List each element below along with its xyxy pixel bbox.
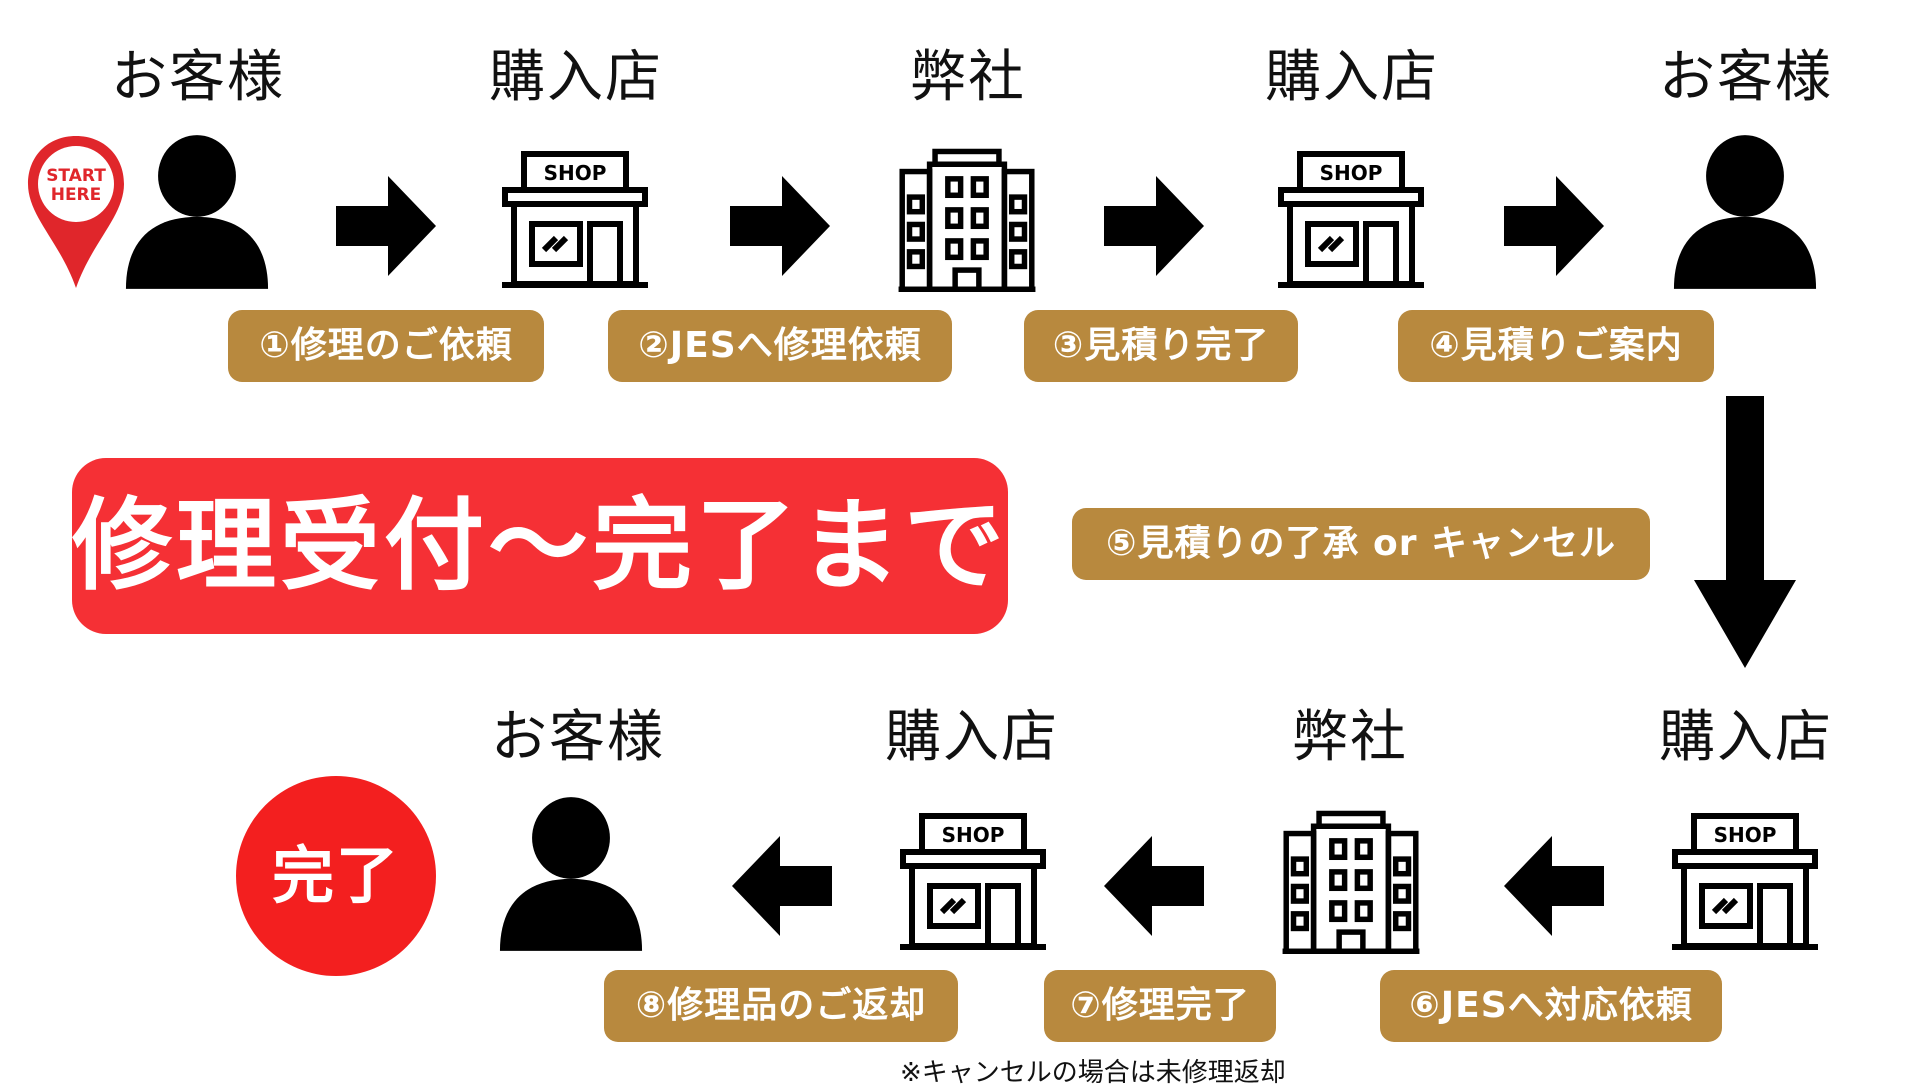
person-icon xyxy=(1672,132,1818,290)
step-2-pill: ②JESへ修理依頼 xyxy=(608,310,952,382)
arrow-left-icon xyxy=(732,836,832,936)
row2-node-label-customer: お客様 xyxy=(491,705,665,770)
start-pin-line2: HERE xyxy=(51,185,102,205)
arrow-right-icon xyxy=(730,176,830,276)
shop-sign-text: SHOP xyxy=(544,161,607,185)
shop-sign-text: SHOP xyxy=(942,823,1005,847)
shop-icon: SHOP xyxy=(900,813,1046,950)
arrow-left-icon xyxy=(1104,836,1204,936)
shop-sign-text: SHOP xyxy=(1320,161,1383,185)
start-pin-line1: START xyxy=(46,166,106,186)
step-3-pill: ③見積り完了 xyxy=(1024,310,1298,382)
step-8-pill: ⑧修理品のご返却 xyxy=(604,970,958,1042)
arrow-right-icon xyxy=(1104,176,1204,276)
row1-node-label-shop-2: 購入店 xyxy=(1265,45,1439,110)
building-icon xyxy=(1276,808,1426,954)
arrow-down-icon xyxy=(1694,396,1796,668)
row1-node-label-customer-2: お客様 xyxy=(1659,45,1833,110)
step-7-pill: ⑦修理完了 xyxy=(1044,970,1276,1042)
row2-node-label-shop: 購入店 xyxy=(885,705,1059,770)
arrow-right-icon xyxy=(336,176,436,276)
arrow-left-icon xyxy=(1504,836,1604,936)
row1-node-label-company: 弊社 xyxy=(910,45,1026,110)
row1-node-label-shop: 購入店 xyxy=(489,45,663,110)
step-4-pill: ④見積りご案内 xyxy=(1398,310,1714,382)
row2-node-label-shop-2: 購入店 xyxy=(1659,705,1833,770)
step-6-pill: ⑥JESへ対応依頼 xyxy=(1380,970,1722,1042)
step-1-pill: ①修理のご依頼 xyxy=(228,310,544,382)
shop-sign-text: SHOP xyxy=(1714,823,1777,847)
building-icon xyxy=(892,146,1042,292)
shop-icon: SHOP xyxy=(1672,813,1818,950)
shop-icon: SHOP xyxy=(502,151,648,288)
step-5-pill: ⑤見積りの了承 or キャンセル xyxy=(1072,508,1650,580)
start-here-pin-icon: START HERE xyxy=(28,136,124,288)
person-icon xyxy=(124,132,270,290)
arrow-right-icon xyxy=(1504,176,1604,276)
title-banner: 修理受付〜完了まで xyxy=(72,458,1008,634)
cancel-note: ※キャンセルの場合は未修理返却 xyxy=(900,1058,1286,1088)
done-badge: 完了 xyxy=(236,776,436,976)
row1-node-label-customer: お客様 xyxy=(111,45,285,110)
shop-icon: SHOP xyxy=(1278,151,1424,288)
row2-node-label-company: 弊社 xyxy=(1292,705,1408,770)
person-icon xyxy=(498,794,644,952)
